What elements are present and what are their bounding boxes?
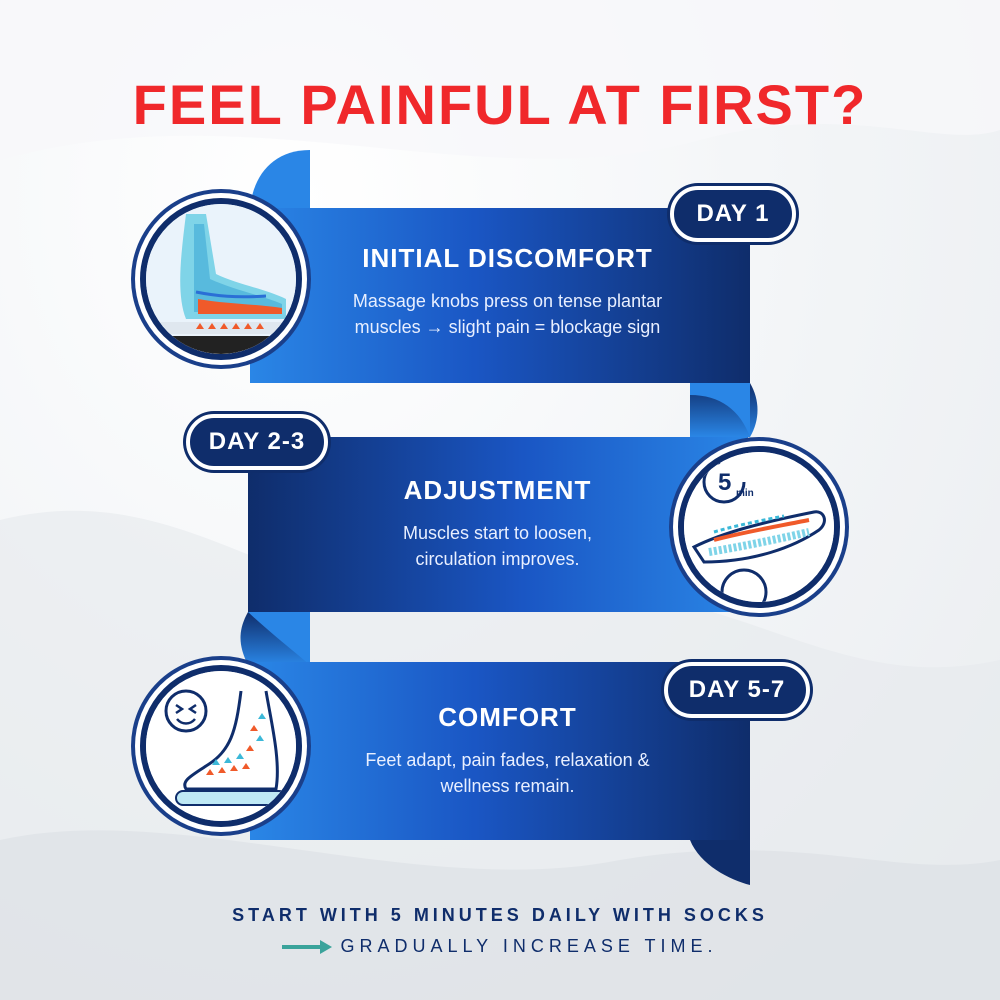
step-1-image	[140, 198, 302, 360]
page-title: FEEL PAINFUL AT FIRST?	[132, 73, 868, 136]
step-3-description-line1: Feet adapt, pain fades, relaxation &	[365, 750, 650, 770]
footer-line1: START WITH 5 MINUTES DAILY WITH SOCKS	[232, 905, 768, 925]
step-2-description-line2: circulation improves.	[415, 549, 580, 569]
step-1-heading: INITIAL DISCOMFORT	[362, 243, 653, 273]
step-3-badge: DAY 5-7	[664, 662, 810, 718]
foot-anatomy-icon	[146, 204, 296, 354]
step-3-description: Feet adapt, pain fades, relaxation & wel…	[310, 747, 705, 799]
step-3-image	[140, 665, 302, 827]
timer-unit: min	[736, 488, 754, 499]
step-1-badge: DAY 1	[670, 186, 796, 242]
step-2-description-line1: Muscles start to loosen,	[402, 523, 593, 543]
step-1-description: Massage knobs press on tense plantar mus…	[310, 288, 705, 340]
step-2-image: 5 min	[678, 446, 840, 608]
step-2-badge: DAY 2-3	[186, 414, 328, 470]
step-2-card: ADJUSTMENT Muscles start to loosen, circ…	[300, 475, 695, 572]
timer-number: 5	[718, 469, 731, 496]
step-3-card: COMFORT Feet adapt, pain fades, relaxati…	[310, 702, 705, 799]
arrow-right-icon	[282, 940, 333, 955]
step-3-heading: COMFORT	[438, 702, 577, 732]
step-1-description-line2: muscles → slight pain = blockage sign	[354, 317, 661, 337]
step-2-heading: ADJUSTMENT	[403, 475, 592, 505]
step-1-description-line1: Massage knobs press on tense plantar	[352, 291, 663, 311]
step-1-card: INITIAL DISCOMFORT Massage knobs press o…	[310, 243, 705, 340]
step-3-description-line2: wellness remain.	[440, 776, 575, 796]
footer-line2: GRADUALLY INCREASE TIME.	[340, 936, 718, 956]
footer-line2-row: GRADUALLY INCREASE TIME.	[0, 936, 1000, 957]
timer-insole-icon: 5 min	[684, 452, 834, 602]
happy-foot-icon	[146, 671, 296, 821]
step-2-description: Muscles start to loosen, circulation imp…	[300, 520, 695, 572]
